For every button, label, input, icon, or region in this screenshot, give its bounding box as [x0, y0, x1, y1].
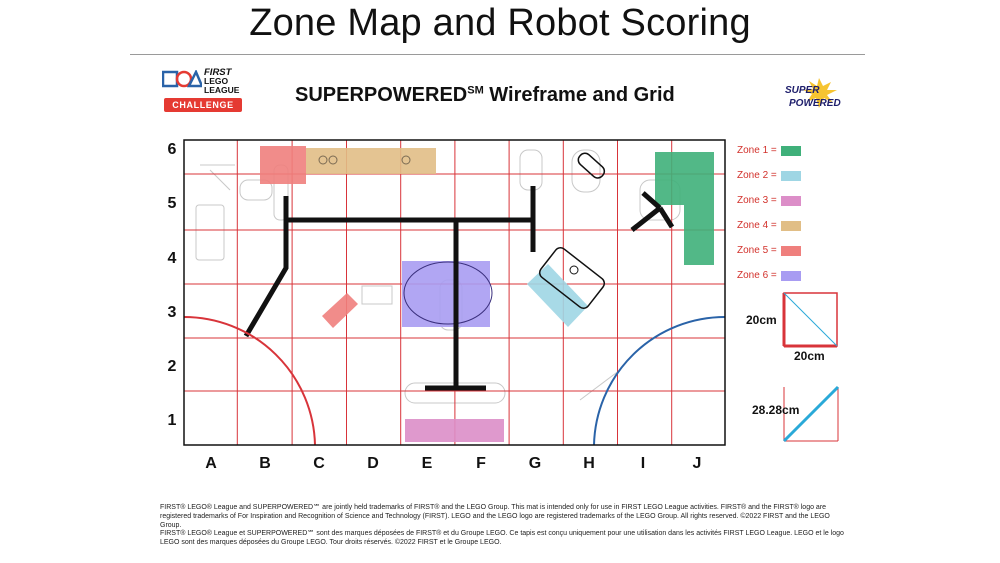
scale-square-side-label: 20cm: [794, 349, 825, 363]
legend-zone-1-swatch: [781, 146, 801, 156]
first-logo-mark-icon: [162, 70, 202, 88]
zone-4-area: [306, 148, 436, 174]
row-label: 1: [168, 412, 177, 429]
footer-french: FIRST® LEGO® League et SUPERPOWERED℠ son…: [160, 530, 844, 546]
row-label: 6: [168, 141, 177, 158]
logo-first-text: FIRST: [204, 67, 232, 78]
map-heading: SUPERPOWEREDSM Wireframe and Grid: [295, 84, 675, 107]
row-label: 3: [168, 304, 177, 321]
legend-zone-1-label: Zone 1 =: [737, 145, 777, 156]
zone-3-area: [405, 419, 504, 442]
left-launch-arc: [184, 316, 316, 445]
legend-zone-3-label: Zone 3 =: [737, 195, 777, 206]
column-label: D: [367, 455, 379, 472]
column-label: G: [529, 455, 541, 472]
legend-zone-4-label: Zone 4 =: [737, 220, 777, 231]
scale-square-diagram: [782, 292, 838, 348]
scale-diagonal-label: 28.28cm: [752, 403, 800, 417]
logo-lego-text: LEGO: [204, 76, 229, 86]
column-label: A: [205, 455, 217, 472]
logo-powered-text: POWERED: [789, 98, 841, 109]
zone-6-area: [402, 261, 490, 327]
zone-2-area: [527, 264, 588, 327]
map-border: [183, 139, 726, 446]
legend-zone-6-swatch: [781, 271, 801, 281]
scale-square-size-label: 20cm: [746, 313, 777, 327]
legend-zone-2-swatch: [781, 171, 801, 181]
scale-diagonal-diagram: [782, 385, 840, 443]
zone-5-area-small: [322, 293, 358, 328]
slide-title: Zone Map and Robot Scoring: [249, 2, 751, 44]
column-label: E: [422, 455, 433, 472]
zone-4-dot: [328, 155, 338, 165]
column-label: B: [259, 455, 271, 472]
zone-4-dot: [318, 155, 328, 165]
legend-zone-5-label: Zone 5 =: [737, 245, 777, 256]
zone-6-oval: [403, 261, 493, 325]
first-lego-league-logo: FIRST LEGO LEAGUE CHALLENGE: [162, 68, 252, 116]
title-divider: [130, 54, 865, 55]
legend-zone-2-label: Zone 2 =: [737, 170, 777, 181]
footer-english: FIRST® LEGO® League and SUPERPOWERED℠ ar…: [160, 504, 830, 529]
map-heading-mark: SM: [467, 84, 484, 97]
field-object-dot: [569, 265, 579, 275]
zone-4-dot: [401, 155, 411, 165]
field-object-capsule: [577, 152, 606, 179]
column-label: H: [583, 455, 595, 472]
logo-challenge-badge: CHALLENGE: [164, 98, 242, 112]
row-label: 5: [168, 195, 177, 212]
column-label: I: [641, 455, 645, 472]
superpowered-logo: SUPER POWERED: [785, 78, 841, 109]
row-label: 4: [168, 250, 177, 267]
legend-zone-4-swatch: [781, 221, 801, 231]
logo-league-text: LEAGUE: [204, 85, 240, 95]
row-label: 2: [168, 358, 177, 375]
column-label: J: [693, 455, 702, 472]
column-label: C: [313, 455, 325, 472]
map-heading-name: SUPERPOWERED: [295, 84, 468, 106]
right-launch-arc: [593, 316, 725, 445]
robot-path-lines: [243, 186, 675, 391]
column-label: F: [476, 455, 486, 472]
field-object-rounded-rect: [538, 247, 606, 309]
legend-zone-6-label: Zone 6 =: [737, 270, 777, 281]
zone-5-area: [260, 146, 306, 184]
legend-zone-5-swatch: [781, 246, 801, 256]
map-heading-rest: Wireframe and Grid: [483, 84, 675, 106]
legend-zone-3-swatch: [781, 196, 801, 206]
zone-1-area: [655, 152, 714, 265]
logo-super-text: SUPER: [785, 85, 820, 96]
